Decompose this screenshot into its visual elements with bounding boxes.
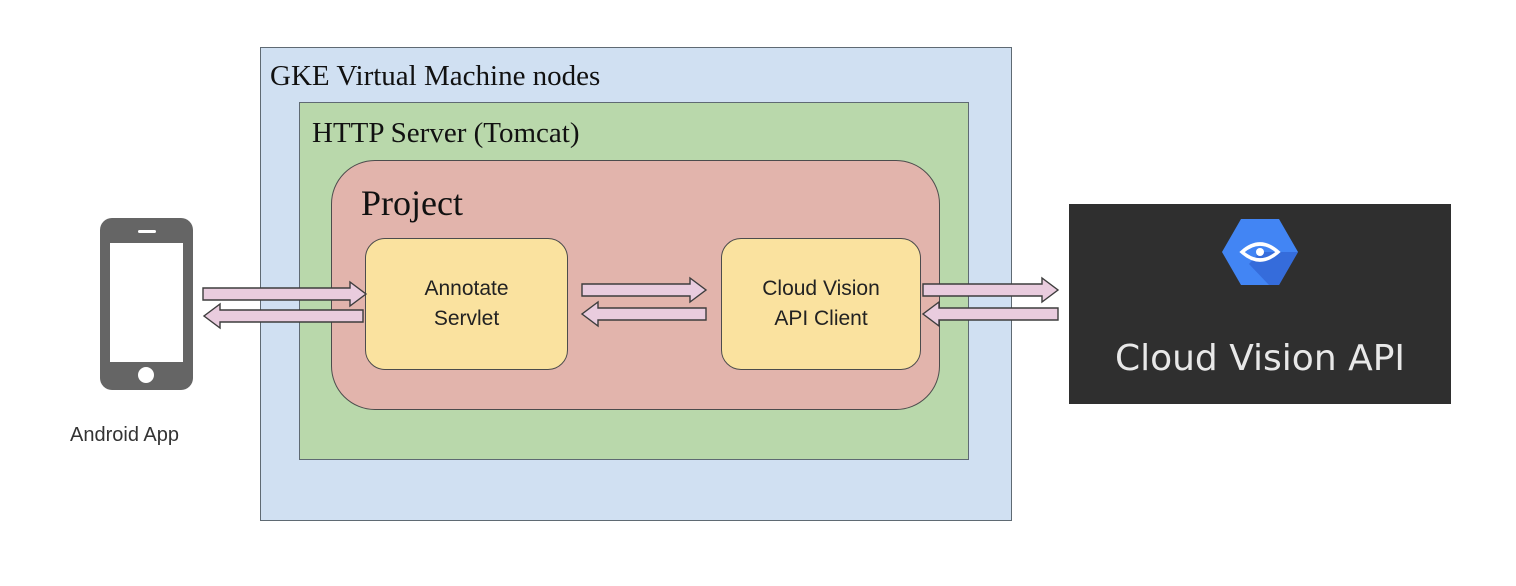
annotate-servlet-line1: Annotate (424, 277, 509, 300)
vision-client-line1: Cloud Vision (762, 277, 880, 300)
cloud-vision-api-panel: Cloud Vision API (1069, 204, 1451, 404)
cloud-vision-api-label: Cloud Vision API (1114, 338, 1406, 379)
annotate-servlet-box: Annotate Servlet (365, 238, 568, 370)
vision-api-client-box: Cloud Vision API Client (721, 238, 921, 370)
annotate-servlet-line2: Servlet (433, 307, 500, 330)
gke-label: GKE Virtual Machine nodes (270, 60, 601, 92)
android-app-label: Android App (70, 424, 179, 446)
vision-client-line2: API Client (774, 307, 868, 330)
project-label: Project (361, 183, 463, 223)
cloud-vision-logo-icon (1222, 219, 1298, 285)
http-server-label: HTTP Server (Tomcat) (312, 117, 580, 149)
